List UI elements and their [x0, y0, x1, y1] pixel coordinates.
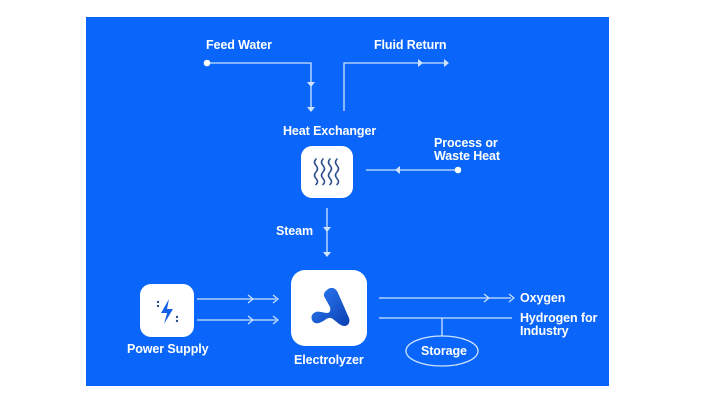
fluid-return-arrow	[444, 59, 449, 67]
electrolyzer-label: Electrolyzer	[294, 353, 364, 367]
storage-ellipse[interactable]	[405, 335, 479, 367]
fluid-return-label: Fluid Return	[374, 38, 447, 52]
lightning-bolt-icon	[156, 298, 179, 324]
power-supply-node[interactable]	[140, 284, 194, 337]
power-arrow	[247, 294, 254, 304]
fluid-return-arrow	[418, 59, 423, 67]
steam-label: Steam	[276, 224, 314, 238]
oxygen-arrow	[483, 293, 490, 303]
steam-arrow	[323, 227, 331, 232]
electrolyzer-logo-icon	[311, 287, 350, 327]
hydrogen-label-line2: Industry	[520, 324, 569, 338]
fluid-return-line	[343, 62, 447, 111]
feed-water-arrow	[307, 82, 315, 87]
oxygen-arrow	[508, 293, 515, 303]
feed-water-dot	[203, 59, 211, 67]
feed-water-arrow	[307, 107, 315, 112]
process-heat-label-line1: Process or	[434, 136, 498, 150]
hydrogen-label-line1: Hydrogen for	[520, 311, 598, 325]
heat-waves-icon	[313, 158, 340, 186]
feed-water-label: Feed Water	[206, 38, 272, 52]
power-supply-label: Power Supply	[127, 342, 209, 356]
process-heat-arrow	[395, 166, 400, 174]
heat-exchanger-node[interactable]	[301, 146, 353, 198]
power-arrow	[247, 315, 254, 325]
oxygen-label: Oxygen	[520, 291, 566, 305]
electrolyzer-node[interactable]	[291, 270, 367, 346]
process-heat-label-line2: Waste Heat	[434, 149, 500, 163]
steam-arrow	[323, 252, 331, 257]
feed-water-line	[207, 62, 312, 110]
heat-exchanger-label: Heat Exchanger	[283, 124, 377, 138]
power-arrow	[272, 294, 279, 304]
power-arrow	[272, 315, 279, 325]
process-heat-dot	[454, 166, 462, 174]
storage-label: Storage	[421, 344, 467, 358]
